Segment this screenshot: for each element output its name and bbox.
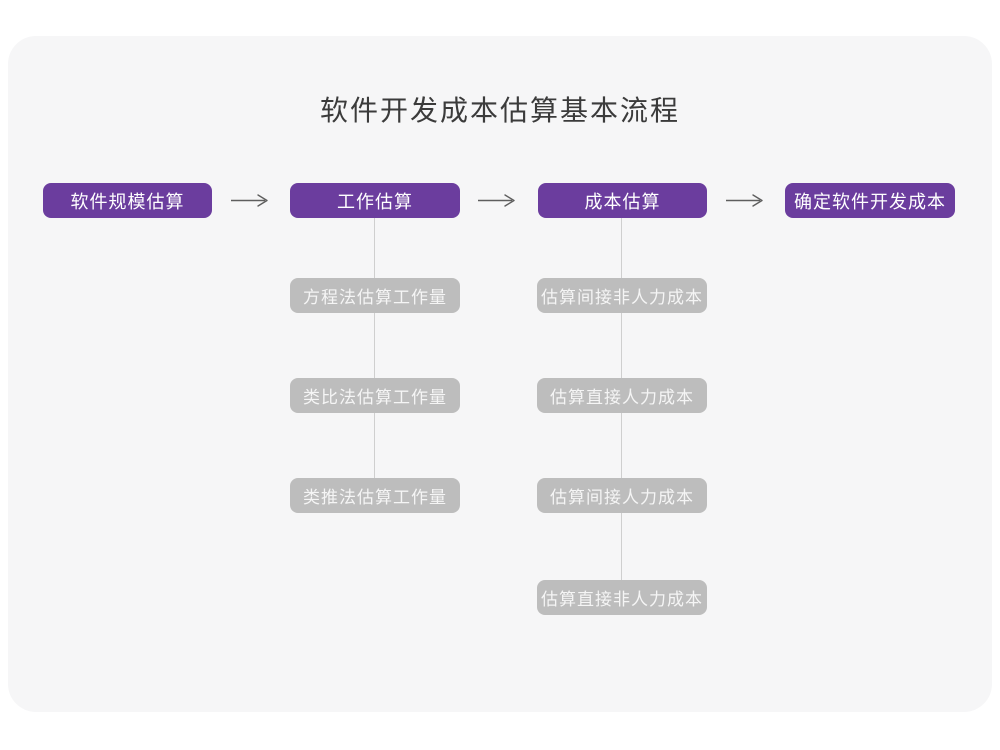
- node-indirect-non-labor-cost: 估算间接非人力成本: [537, 278, 707, 313]
- arrow-right-icon: [478, 194, 515, 207]
- node-equation-method-effort: 方程法估算工作量: [290, 278, 460, 313]
- arrow-right-icon: [231, 194, 268, 207]
- node-software-scale-estimation: 软件规模估算: [43, 183, 212, 218]
- node-analogy-method-effort: 类比法估算工作量: [290, 378, 460, 413]
- node-cost-estimation: 成本估算: [538, 183, 707, 218]
- node-direct-labor-cost: 估算直接人力成本: [537, 378, 707, 413]
- node-extrapolation-method-effort: 类推法估算工作量: [290, 478, 460, 513]
- node-indirect-labor-cost: 估算间接人力成本: [537, 478, 707, 513]
- node-work-estimation: 工作估算: [290, 183, 460, 218]
- node-direct-non-labor-cost: 估算直接非人力成本: [537, 580, 707, 615]
- node-determine-software-dev-cost: 确定软件开发成本: [785, 183, 955, 218]
- diagram-canvas: 软件开发成本估算基本流程 软件规模估算 工作估算 成本估算 确定软件开发成本 方…: [8, 36, 992, 712]
- connector-line-work-branch: [374, 218, 375, 496]
- diagram-title: 软件开发成本估算基本流程: [319, 95, 680, 126]
- arrow-right-icon: [726, 194, 763, 207]
